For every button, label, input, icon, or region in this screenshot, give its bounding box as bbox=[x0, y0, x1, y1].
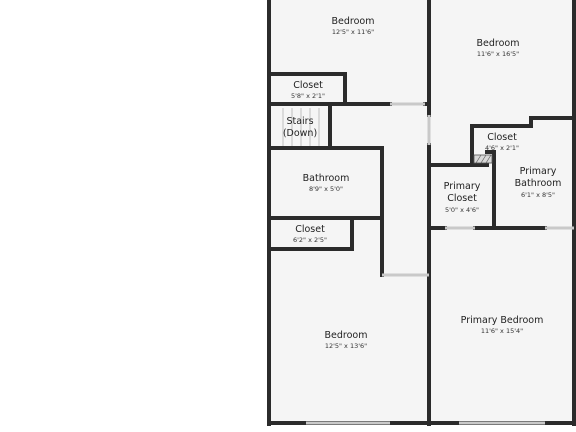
primary-bedroom-name: Primary Bedroom bbox=[461, 315, 544, 326]
bedroom-top-left-name: Bedroom bbox=[332, 16, 375, 27]
floor-area bbox=[269, 0, 576, 424]
bathroom-dims: 8'9" x 5'0" bbox=[309, 185, 343, 193]
stairs-label-line1: Stairs bbox=[286, 116, 313, 127]
stairs-label-line2: (Down) bbox=[283, 128, 317, 139]
bedroom-top-right-name: Bedroom bbox=[477, 38, 520, 49]
closet-left-upper-name: Closet bbox=[293, 80, 323, 91]
bathroom-name: Bathroom bbox=[303, 173, 350, 184]
windows bbox=[306, 102, 574, 425]
closet-left-lower-name: Closet bbox=[295, 224, 325, 235]
bedroom-top-right-dims: 11'6" x 16'5" bbox=[477, 50, 519, 58]
walls bbox=[267, 0, 576, 426]
primary-closet-name-line2: Closet bbox=[447, 193, 477, 204]
stair-treads bbox=[282, 108, 320, 146]
bedroom-bottom-left-dims: 12'5" x 13'6" bbox=[325, 342, 367, 350]
primary-closet-name-line1: Primary bbox=[444, 181, 481, 192]
primary-bathroom-dims: 6'1" x 8'5" bbox=[521, 191, 555, 199]
closet-right-small-dims: 4'6" x 2'1" bbox=[485, 144, 519, 152]
bedroom-top-left-dims: 12'5" x 11'6" bbox=[332, 28, 374, 36]
primary-bathroom-name-line2: Bathroom bbox=[515, 178, 562, 189]
primary-bathroom-name-line1: Primary bbox=[520, 166, 557, 177]
primary-closet-dims: 5'0" x 4'6" bbox=[445, 206, 479, 214]
closet-left-lower-dims: 6'2" x 2'5" bbox=[293, 236, 327, 244]
bedroom-bottom-left-name: Bedroom bbox=[325, 330, 368, 341]
closet-left-upper-dims: 5'8" x 2'1" bbox=[291, 92, 325, 100]
closet-right-small-name: Closet bbox=[487, 132, 517, 143]
primary-bedroom-dims: 11'6" x 15'4" bbox=[481, 327, 523, 335]
vent-hatch bbox=[473, 154, 493, 164]
